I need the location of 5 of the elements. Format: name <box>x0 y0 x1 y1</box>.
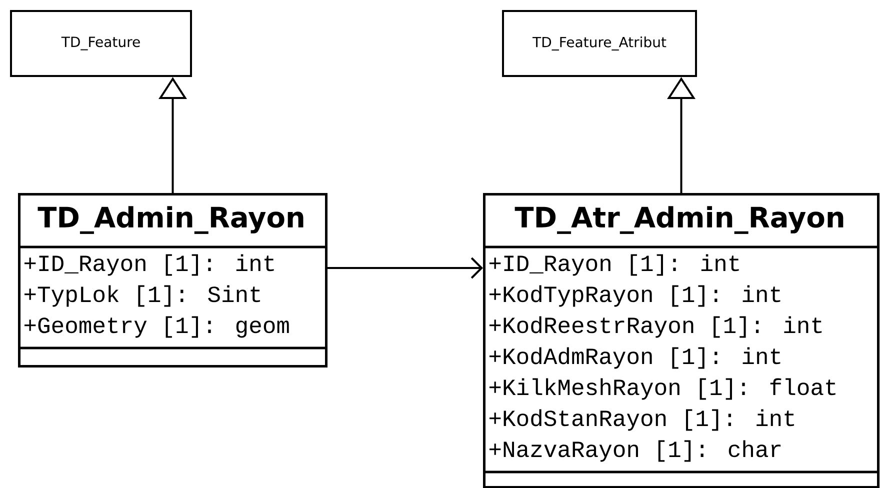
association-arrow <box>328 257 483 279</box>
class-box: TD_Admin_Rayon +ID_Rayon [1]: int +TypLok [1]: Sint +Geometry [1]: geom <box>18 193 328 368</box>
class-box: TD_Feature <box>10 10 192 77</box>
class-box: TD_Atr_Admin_Rayon +ID_Rayon [1]: int +KodTypRayon [1]: int +KodReestrRayon [1]: int +KodAdmRayon [1]: int +KilkMeshRayon [1]: float +KodStanRayon [1]: int +NazvaRayon [1]: char <box>483 193 880 488</box>
class-box: TD_Feature_Atribut <box>502 10 697 77</box>
